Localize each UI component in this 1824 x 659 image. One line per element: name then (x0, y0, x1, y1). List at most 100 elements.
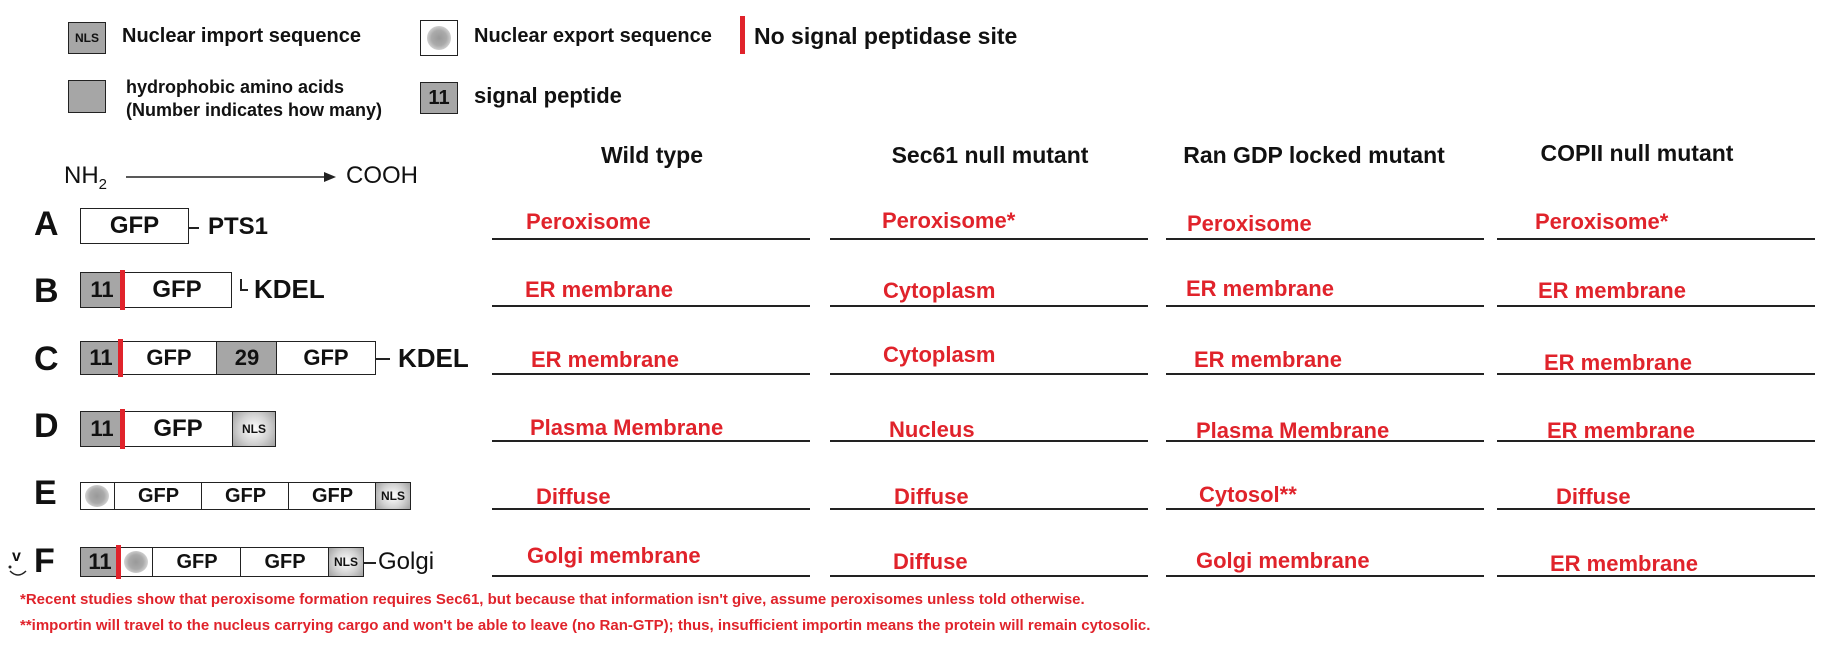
construct-b-tail-tick (240, 279, 242, 291)
answer-c-wt: ER membrane (531, 347, 679, 372)
no-signal-peptidase-legend-bar (740, 16, 745, 54)
answer-e-copii: Diffuse (1556, 484, 1631, 509)
no-signal-peptidase-legend-text: No signal peptidase site (754, 23, 1018, 49)
construct-a-tail: PTS1 (208, 213, 269, 240)
nes-legend-text: Nuclear export sequence (474, 25, 712, 47)
construct-e-gfp1: GFP (114, 482, 203, 510)
answer-f-ran: Golgi membrane (1196, 548, 1370, 573)
row-letter-e: E (34, 474, 57, 512)
answer-line-c-wt (492, 373, 810, 375)
row-letter-c: C (34, 340, 59, 378)
answer-line-e-ran (1166, 508, 1484, 510)
answer-c-copii: ER membrane (1544, 350, 1692, 375)
answer-line-e-copii (1497, 508, 1815, 510)
construct-f-nls-label: NLS (334, 555, 358, 569)
row-letter-a: A (34, 205, 59, 243)
nls-legend-text: Nuclear import sequence (122, 25, 361, 47)
column-header-ran-gdp: Ran GDP locked mutant (1183, 142, 1445, 168)
construct-d-no-sp-bar (120, 409, 125, 449)
answer-d-wt: Plasma Membrane (530, 415, 724, 440)
answer-line-f-wt (492, 575, 810, 577)
answer-line-d-ran (1166, 440, 1484, 442)
construct-d-nls-label: NLS (242, 422, 266, 436)
construct-f-gfp1-label: GFP (176, 550, 218, 573)
signal-peptide-legend-box: 11 (420, 82, 458, 114)
column-header-wild-type: Wild type (600, 142, 704, 168)
smiley-mark-v: v (12, 548, 21, 565)
row-letter-f: F (34, 542, 55, 580)
construct-c-signal-peptide: 11 (80, 341, 122, 375)
construct-f-gfp1: GFP (152, 547, 242, 577)
answer-line-c-sec61 (830, 373, 1148, 375)
construct-c-sp-label: 11 (89, 345, 113, 370)
nh2-label: NH2 (64, 162, 107, 193)
construct-f-tail: Golgi (378, 548, 435, 575)
construct-e-nes-icon (85, 485, 109, 507)
construct-b-gfp: GFP (122, 272, 232, 308)
answer-e-wt: Diffuse (536, 484, 611, 509)
construct-c-gfp1-label: GFP (146, 345, 192, 370)
answer-line-e-wt (492, 508, 810, 510)
column-header-copii: COPII null mutant (1540, 140, 1734, 166)
nh2-sub: 2 (98, 175, 108, 193)
construct-e-gfp3-label: GFP (311, 484, 354, 507)
construct-b-gfp-label: GFP (152, 276, 202, 303)
construct-e-gfp2-label: GFP (224, 484, 267, 507)
construct-f-nes (118, 547, 154, 577)
construct-e-nes (80, 482, 116, 510)
construct-d-signal-peptide: 11 (80, 411, 124, 447)
construct-d-nls: NLS (232, 411, 276, 447)
construct-f-nes-icon (124, 551, 148, 573)
construct-f-signal-peptide: 11 (80, 547, 120, 577)
answer-a-sec61: Peroxisome* (882, 208, 1016, 233)
construct-c-no-sp-bar (118, 339, 123, 377)
answer-line-f-ran (1166, 575, 1484, 577)
hydrophobic-legend-line2: (Number indicates how many) (126, 100, 383, 120)
answer-f-wt: Golgi membrane (527, 543, 701, 568)
nh2-base: NH (64, 162, 99, 189)
signal-peptide-legend-box-label: 11 (428, 86, 450, 109)
answer-c-sec61: Cytoplasm (883, 342, 996, 367)
construct-d-gfp-label: GFP (153, 415, 203, 442)
construct-f-nls: NLS (328, 547, 364, 577)
answer-b-sec61: Cytoplasm (883, 278, 996, 303)
answer-a-ran: Peroxisome (1187, 211, 1312, 236)
answer-line-a-sec61 (830, 238, 1148, 240)
construct-a-gfp-label: GFP (109, 212, 160, 239)
nes-legend-icon (427, 26, 451, 50)
construct-e-nls: NLS (375, 482, 411, 510)
answer-line-a-copii (1497, 238, 1815, 240)
signal-peptide-legend-text: signal peptide (474, 83, 622, 108)
answer-line-b-sec61 (830, 305, 1148, 307)
construct-c-gfp2-label: GFP (303, 345, 349, 370)
nls-legend-box-label: NLS (75, 31, 99, 45)
answer-line-c-copii (1497, 373, 1815, 375)
answer-d-sec61: Nucleus (889, 417, 975, 442)
construct-b-tail-line (240, 289, 248, 291)
construct-b-no-sp-bar (120, 270, 125, 310)
column-header-sec61: Sec61 null mutant (891, 142, 1089, 168)
construct-a-tail-line (189, 227, 199, 229)
smiley-mark: v (6, 548, 30, 582)
construct-e-gfp1-label: GFP (137, 484, 180, 507)
construct-b-signal-peptide: 11 (80, 272, 124, 308)
construct-f-sp-label: 11 (88, 549, 112, 574)
construct-c-hydrophobic: 29 (216, 341, 278, 375)
construct-e-gfp2: GFP (201, 482, 290, 510)
answer-f-sec61: Diffuse (893, 549, 968, 574)
construct-c-gfp1: GFP (120, 341, 218, 375)
answer-d-copii: ER membrane (1547, 418, 1695, 443)
answer-line-d-sec61 (830, 440, 1148, 442)
answer-line-d-wt (492, 440, 810, 442)
construct-e-gfp3: GFP (288, 482, 377, 510)
construct-c-hydro-label: 29 (234, 345, 260, 370)
construct-b-tail: KDEL (254, 274, 325, 304)
answer-e-sec61: Diffuse (894, 484, 969, 509)
answer-f-copii: ER membrane (1550, 551, 1698, 576)
answer-c-ran: ER membrane (1194, 347, 1342, 372)
row-letter-d: D (34, 407, 59, 445)
answer-line-f-copii (1497, 575, 1815, 577)
answer-b-ran: ER membrane (1186, 276, 1334, 301)
answer-line-d-copii (1497, 440, 1815, 442)
direction-arrow (126, 172, 336, 182)
